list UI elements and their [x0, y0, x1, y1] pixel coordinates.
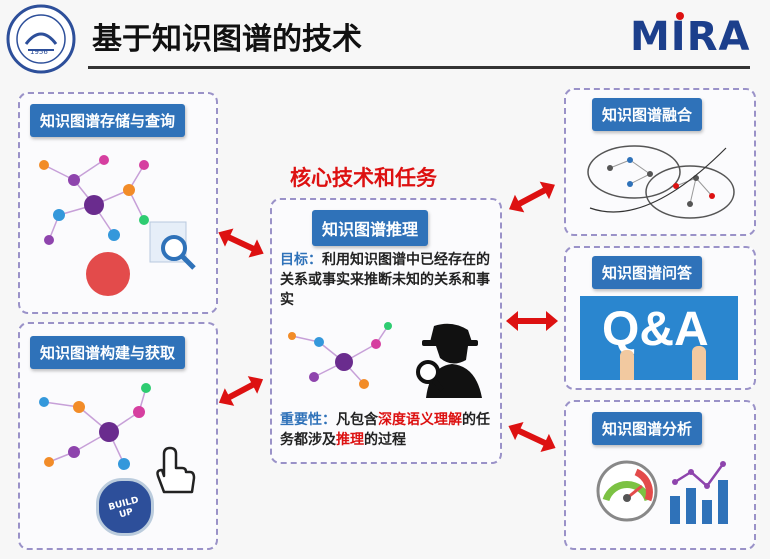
- storage-query-label: 知识图谱存储与查询: [30, 104, 186, 137]
- analysis-label: 知识图谱分析: [592, 412, 703, 445]
- fusion-label: 知识图谱融合: [592, 98, 703, 131]
- university-logo: 1956: [6, 4, 76, 74]
- qa-label: 知识图谱问答: [592, 256, 703, 289]
- mira-logo: MIRA: [630, 14, 751, 60]
- page-title: 基于知识图谱的技术: [92, 22, 362, 57]
- raised-hand-left: [620, 350, 634, 380]
- hand-tap-icon: [156, 446, 196, 494]
- core-tasks-heading: 核心技术和任务: [290, 166, 437, 190]
- importance-highlight-semantic: 深度语义理解: [378, 412, 462, 428]
- importance-part-5: 的过程: [364, 432, 406, 448]
- goal-label: 目标：: [280, 252, 322, 268]
- raised-hand-right: [692, 346, 706, 380]
- reasoning-label: 知识图谱推理: [312, 210, 429, 246]
- goal-text-block: 目标：利用知识图谱中已经存在的关系或事实来推断未知的关系和事实: [280, 250, 494, 310]
- importance-text-block: 重要性：凡包含深度语义理解的任务都涉及推理的过程: [280, 410, 496, 450]
- goal-text: 利用知识图谱中已经存在的关系或事实来推断未知的关系和事实: [280, 252, 490, 308]
- build-up-badge-text: BUILD UP: [107, 495, 140, 521]
- arrow-right-top: [509, 181, 555, 213]
- arrow-right-bottom: [508, 422, 556, 452]
- arrow-left-top: [218, 228, 264, 258]
- build-up-badge: BUILD UP: [96, 478, 154, 536]
- graph-fusion-icon: [587, 145, 735, 219]
- arrow-left-bottom: [218, 376, 264, 406]
- knowledge-graph-icon: [39, 383, 151, 470]
- qa-image-text: Q&A: [602, 303, 709, 356]
- search-icon: [149, 221, 196, 270]
- knowledge-graph-icon: [288, 322, 392, 389]
- knowledge-graph-icon: [39, 155, 149, 245]
- bar-trend-icon: [670, 461, 728, 524]
- importance-highlight-reasoning: 推理: [336, 432, 364, 448]
- qa-image: Q&A: [580, 296, 738, 380]
- mira-logo-dot: [676, 12, 684, 20]
- importance-part-3: 的任务都涉及: [280, 412, 490, 448]
- university-emblem-year: 1956: [30, 48, 48, 56]
- gauge-icon: [596, 460, 658, 522]
- title-underline: [88, 66, 750, 69]
- importance-label: 重要性：: [280, 412, 336, 428]
- detective-icon: [416, 323, 482, 398]
- importance-part-1: 凡包含: [336, 412, 378, 428]
- arrow-right-middle: [506, 311, 558, 331]
- database-icon: [86, 252, 130, 296]
- build-acquire-label: 知识图谱构建与获取: [30, 336, 186, 369]
